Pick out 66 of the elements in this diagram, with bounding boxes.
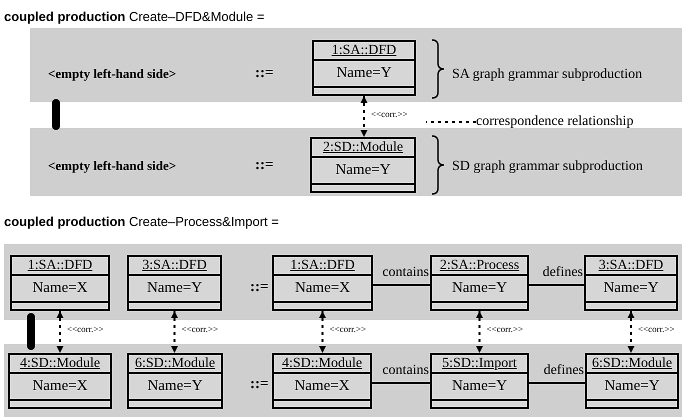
section-heading: coupled production Create–Process&Import =: [4, 213, 279, 231]
connector: [476, 311, 483, 353]
attribute-text: Name=Y: [336, 66, 392, 81]
empty-side-label: <empty left-hand side>: [48, 157, 176, 175]
annotation-text: correspondence relationship: [476, 113, 634, 131]
object-name: 4:SD::Module: [20, 356, 100, 370]
object-name: 1:SA::DFD: [332, 44, 396, 58]
connector: [529, 382, 585, 384]
connector: [171, 311, 178, 353]
object-box: [127, 353, 223, 409]
attribute-text: Name=Y: [146, 281, 202, 296]
subproduction-label: SA graph grammar subproduction: [452, 66, 642, 84]
connector: [319, 311, 326, 353]
edge-label: <<corr.>>: [638, 325, 675, 334]
object-box: [272, 255, 373, 311]
derivation-symbol: ::=: [250, 375, 269, 394]
empty-side-label: <empty left-hand side>: [48, 65, 176, 83]
object-box: [10, 255, 110, 311]
edge-label: <<corr.>>: [182, 325, 218, 334]
object-box: [127, 255, 222, 311]
attribute-text: Name=Y: [147, 379, 203, 394]
attribute-text: Name=Y: [603, 281, 659, 296]
object-box: [430, 353, 529, 409]
connector: [628, 311, 634, 353]
edge-label: defines: [544, 364, 584, 378]
derivation-symbol: ::=: [255, 64, 274, 83]
edge-label: <<corr.>>: [371, 110, 408, 118]
object-name: 6:SD::Module: [134, 356, 216, 370]
object-box: [430, 255, 529, 311]
attribute-text: Name=X: [32, 281, 88, 296]
attribute-text: Name=Y: [452, 281, 508, 296]
attribute-text: Name=X: [32, 379, 88, 394]
edge-label: <<corr.>>: [67, 325, 104, 334]
object-box: [310, 137, 416, 193]
connector: [529, 284, 584, 286]
edge-label: contains: [382, 364, 429, 378]
object-box: [8, 353, 112, 409]
edge-label: contains: [382, 266, 429, 280]
object-box: [312, 40, 416, 96]
object-box: [584, 255, 678, 311]
attribute-text: Name=X: [294, 379, 350, 394]
object-name: 6:SD::Module: [592, 356, 672, 370]
connector: [360, 96, 368, 137]
object-box: [585, 353, 679, 409]
object-name: 2:SD::Module: [322, 140, 404, 154]
object-name: 2:SA::Process: [440, 258, 520, 272]
section-heading: coupled production Create–DFD&Module =: [4, 8, 264, 26]
connector: [56, 311, 64, 353]
subproduction-label: SD graph grammar subproduction: [452, 158, 643, 176]
derivation-symbol: ::=: [250, 278, 269, 297]
object-name: 3:SA::DFD: [142, 258, 207, 272]
edge-label: <<corr.>>: [486, 325, 524, 334]
object-name: 1:SA::DFD: [290, 258, 355, 272]
object-name: 5:SD::Import: [442, 356, 517, 370]
object-name: 1:SA::DFD: [28, 258, 92, 272]
attribute-text: Name=Y: [604, 379, 660, 394]
object-name: 4:SD::Module: [282, 356, 362, 370]
attribute-text: Name=Y: [452, 379, 508, 394]
edge-label: <<corr.>>: [330, 325, 366, 334]
attribute-text: Name=X: [294, 281, 350, 296]
object-box: [272, 353, 372, 409]
object-name: 3:SA::DFD: [598, 258, 664, 272]
attribute-text: Name=Y: [335, 163, 391, 178]
derivation-symbol: ::=: [255, 156, 274, 175]
leader-line: [426, 121, 476, 123]
edge-label: defines: [542, 266, 583, 280]
